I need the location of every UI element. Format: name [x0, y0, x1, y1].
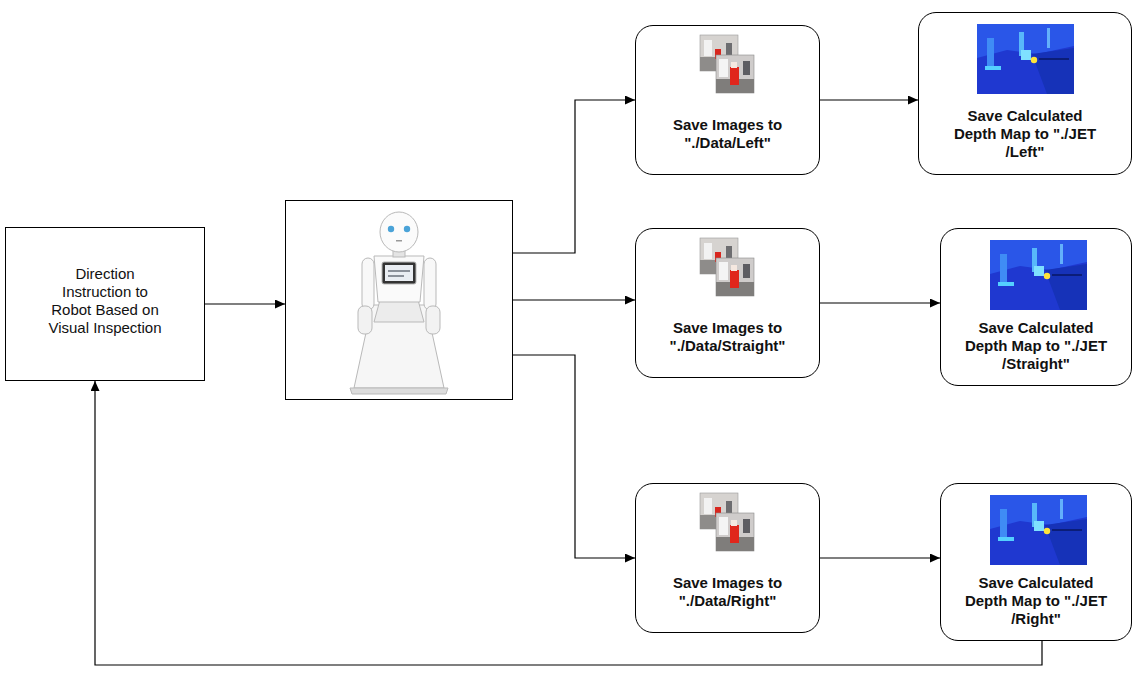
image-icon: [700, 35, 754, 93]
flow-arrow: [513, 299, 635, 300]
flow-arrow: [205, 303, 285, 304]
depth-save-box: Save Calculated Depth Map to "./JET /Str…: [940, 228, 1132, 386]
node-label: Direction Instruction to Robot Based on …: [41, 265, 169, 337]
flow-arrow: [513, 100, 635, 253]
node-label: Save Images to "./Data/Right": [648, 574, 808, 610]
node-label: Save Images to "./Data/Left": [648, 116, 808, 152]
node-label: Save Calculated Depth Map to "./JET /Rig…: [959, 574, 1114, 628]
instruction-box: Direction Instruction to Robot Based on …: [5, 227, 205, 381]
flow-arrow: [95, 381, 1042, 665]
flow-arrow: [513, 355, 635, 558]
depth-map-icon: [977, 24, 1074, 94]
image-icon: [700, 238, 754, 296]
depth-map-icon: [990, 495, 1087, 565]
depth-save-box: Save Calculated Depth Map to "./JET /Lef…: [918, 12, 1132, 175]
image-icon: [700, 493, 754, 551]
flow-arrow: [820, 302, 940, 303]
image-save-box: Save Images to "./Data/Left": [635, 25, 820, 175]
depth-save-box: Save Calculated Depth Map to "./JET /Rig…: [940, 483, 1132, 641]
robot-box: [285, 200, 513, 400]
node-label: Save Calculated Depth Map to "./JET /Lef…: [948, 107, 1103, 161]
robot-illustration: [350, 212, 448, 394]
node-label: Save Images to "./Data/Straight": [648, 319, 808, 355]
image-save-box: Save Images to "./Data/Straight": [635, 228, 820, 378]
flow-arrow: [820, 99, 918, 100]
node-label: Save Calculated Depth Map to "./JET /Str…: [959, 319, 1114, 373]
depth-map-icon: [990, 240, 1087, 310]
image-save-box: Save Images to "./Data/Right": [635, 483, 820, 633]
flow-arrow: [820, 557, 940, 558]
